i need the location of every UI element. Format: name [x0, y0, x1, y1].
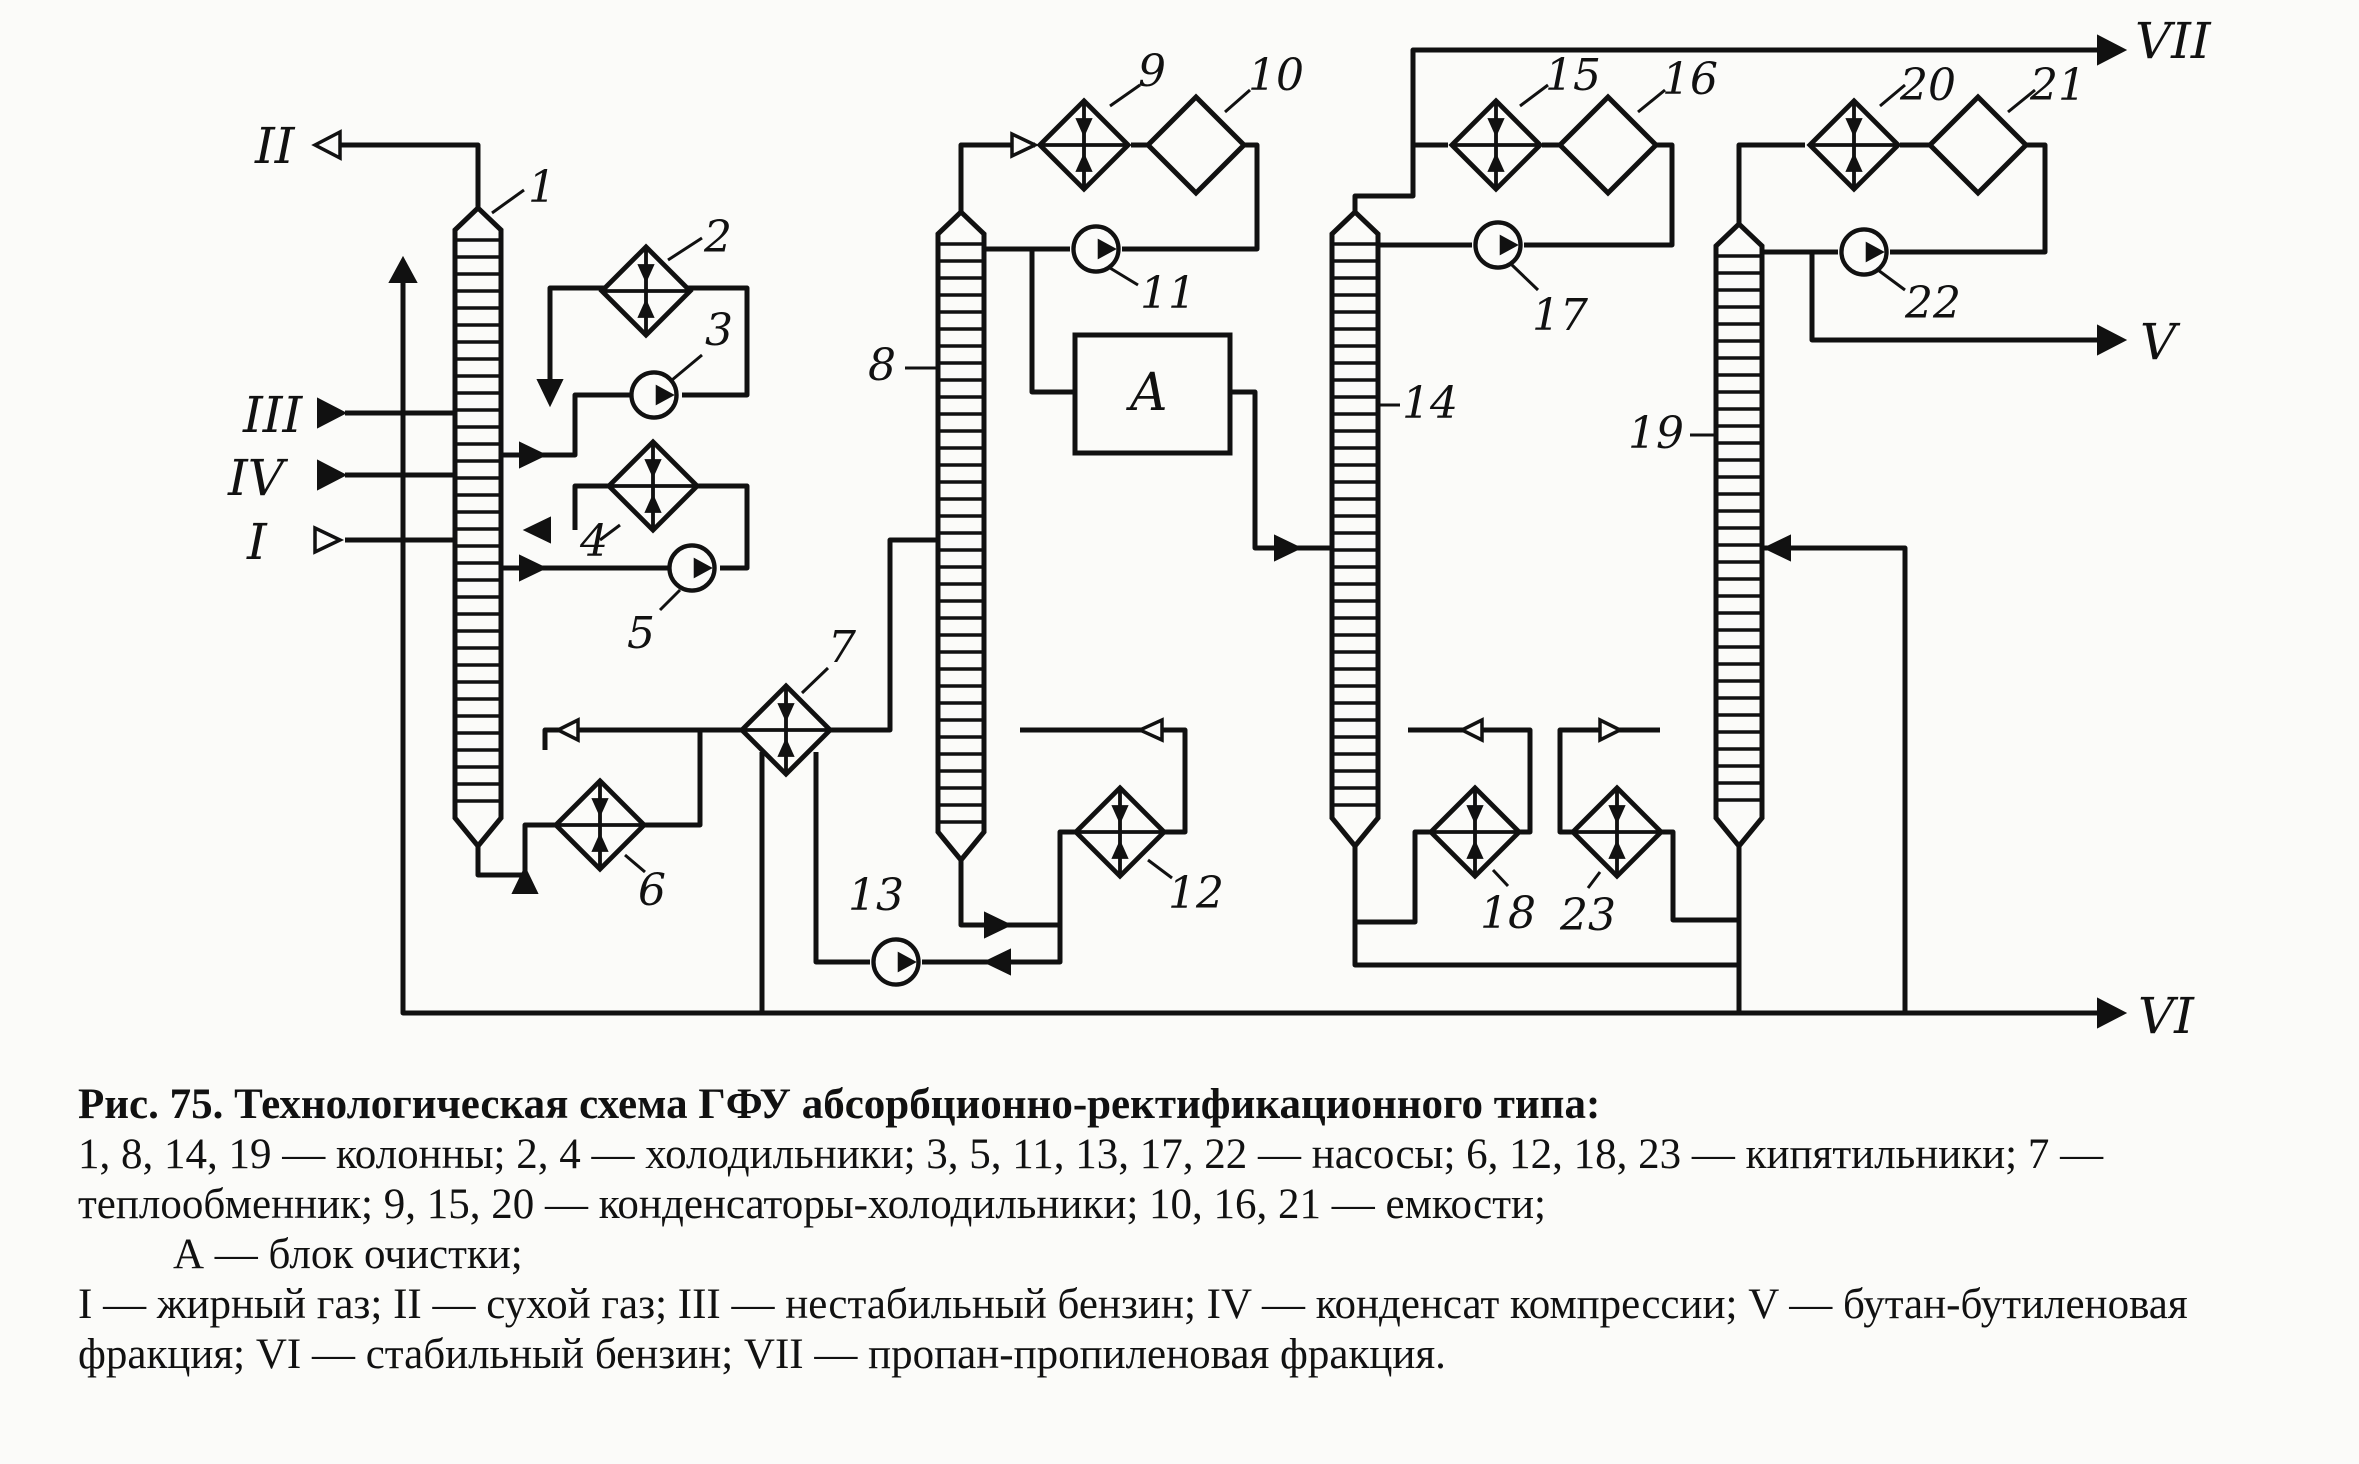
- purification-block-a: [1072, 332, 1233, 456]
- stream-label-vii: VII: [2135, 12, 2212, 70]
- cooler-2: [602, 247, 690, 335]
- stream-labels: II III IV I VII V VI A: [227, 12, 2212, 1045]
- process-scheme: II III IV I VII V VI A 1 2 3 4 5 6 7 8 9…: [227, 12, 2212, 1045]
- column-1: [452, 204, 504, 850]
- label-7: 7: [828, 622, 856, 673]
- stream-label-iii: III: [242, 386, 304, 444]
- reboiler-18: [1431, 788, 1519, 876]
- label-20: 20: [1899, 60, 1956, 111]
- caption-block-legend: А — блок очистки;: [173, 1231, 523, 1278]
- arrow-into-col1-b: [522, 516, 551, 544]
- inlet-arrow-i: [313, 525, 345, 555]
- stream-label-iv: IV: [227, 449, 289, 507]
- figure-caption: Рис. 75. Технологическая схема ГФУ абсор…: [78, 1080, 2338, 1380]
- stream-label-v: V: [2140, 313, 2181, 371]
- label-8: 8: [868, 340, 896, 391]
- arrow-into-col1-c: [519, 554, 548, 582]
- label-11: 11: [1140, 268, 1196, 319]
- label-1: 1: [528, 162, 556, 213]
- column-19: [1713, 220, 1765, 850]
- stream-label-vi: VI: [2138, 987, 2195, 1045]
- arrow-into-col19: [1762, 534, 1791, 562]
- label-12: 12: [1168, 868, 1224, 919]
- label-16: 16: [1662, 54, 1718, 105]
- inlet-arrow-iv: [317, 459, 348, 491]
- arrow-down-2: [536, 379, 564, 408]
- pump-22: [1841, 229, 1886, 274]
- column-19-trays: [1716, 254, 1762, 802]
- arrow-open-to-9: [1010, 131, 1040, 159]
- condenser-cooler-20: [1810, 101, 1898, 189]
- condenser-cooler-15: [1452, 101, 1540, 189]
- label-13: 13: [848, 870, 904, 921]
- arrow-open-6-return: [554, 717, 580, 743]
- arrow-col8-bottom: [984, 911, 1013, 939]
- arrow-up-6: [511, 865, 539, 894]
- equipment: [556, 93, 2030, 985]
- inlet-arrow-iii: [317, 397, 348, 429]
- outlet-arrow-vii: [2097, 34, 2128, 66]
- column-14: [1329, 208, 1381, 850]
- block-a-label: A: [1126, 363, 1168, 423]
- vessel-10: [1144, 93, 1248, 197]
- pump-11: [1073, 226, 1118, 271]
- caption-equipment-legend: 1, 8, 14, 19 — колонны; 2, 4 — холодильн…: [78, 1131, 2104, 1228]
- caption-stream-legend: I — жирный газ; II — сухой газ; III — не…: [78, 1281, 2188, 1378]
- leader-lines: [491, 83, 2036, 889]
- label-18: 18: [1480, 888, 1536, 939]
- label-19: 19: [1628, 408, 1684, 459]
- label-14: 14: [1402, 378, 1458, 429]
- pump-5: [669, 545, 714, 590]
- label-15: 15: [1545, 50, 1601, 101]
- equipment-numbers: 1 2 3 4 5 6 7 8 9 10 11 12 13 14 15 16 1…: [528, 46, 2086, 941]
- stream-label-i: I: [246, 513, 268, 571]
- outlet-arrow-ii: [311, 129, 342, 161]
- pump-17: [1475, 222, 1520, 267]
- pump-3: [631, 372, 676, 417]
- reboiler-23: [1573, 788, 1661, 876]
- stream-label-ii: II: [254, 117, 296, 175]
- outlet-arrow-v: [2097, 324, 2128, 356]
- label-10: 10: [1248, 50, 1304, 101]
- label-2: 2: [703, 212, 732, 263]
- label-9: 9: [1138, 46, 1166, 97]
- arrow-into-col1-a: [519, 441, 548, 469]
- vessel-21: [1926, 93, 2030, 197]
- column-1-trays: [455, 238, 501, 803]
- cooler-4: [609, 442, 697, 530]
- arrow-open-18-return: [1458, 717, 1484, 743]
- arrow-pump13-return: [982, 948, 1011, 976]
- arrow-up-col1: [388, 255, 418, 283]
- arrow-open-12-return: [1135, 717, 1164, 743]
- piping: [335, 47, 2105, 1016]
- label-4: 4: [579, 516, 608, 567]
- column-8: [935, 208, 987, 864]
- label-21: 21: [2029, 60, 2086, 111]
- arrow-open-23-return: [1598, 717, 1624, 743]
- label-3: 3: [705, 305, 733, 356]
- column-8-trays: [938, 242, 984, 824]
- vessel-16: [1556, 93, 1660, 197]
- label-6: 6: [638, 865, 666, 916]
- label-17: 17: [1532, 290, 1588, 341]
- pump-13: [873, 939, 918, 984]
- caption-title: Рис. 75. Технологическая схема ГФУ абсор…: [78, 1081, 1601, 1128]
- arrows: [311, 34, 2128, 1029]
- outlet-arrow-vi: [2097, 997, 2128, 1029]
- label-23: 23: [1559, 890, 1616, 941]
- condenser-cooler-9: [1040, 101, 1128, 189]
- arrow-into-col14: [1274, 534, 1303, 562]
- column-14-trays: [1332, 242, 1378, 807]
- label-22: 22: [1904, 278, 1961, 329]
- reboiler-6: [556, 781, 644, 869]
- label-5: 5: [627, 608, 655, 659]
